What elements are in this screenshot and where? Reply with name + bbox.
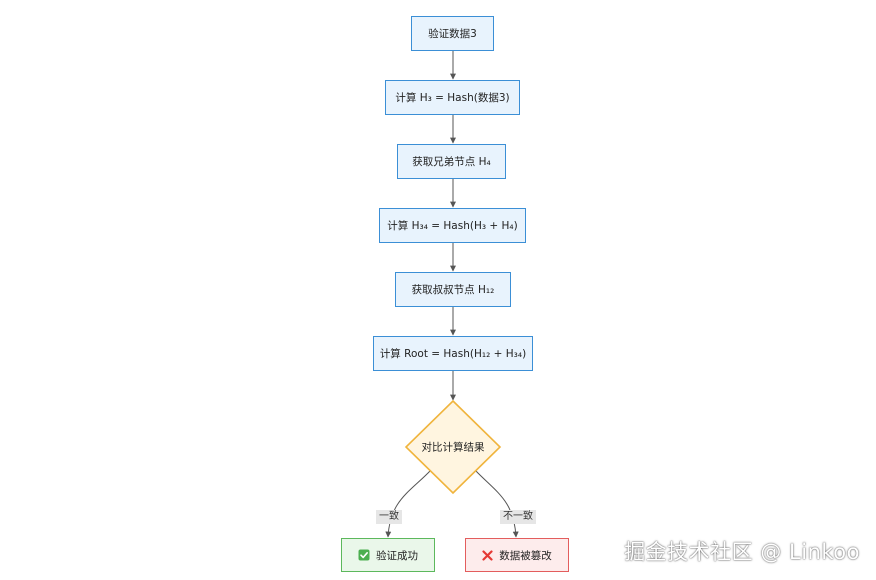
watermark: 掘金技术社区 @ Linkoo xyxy=(624,540,860,564)
edge-label-consistent: 一致 xyxy=(376,510,402,524)
edge-label-inconsistent: 不一致 xyxy=(500,510,536,524)
node-compute-h3: 计算 H₃ = Hash(数据3) xyxy=(385,80,520,115)
node-compare-label: 对比计算结果 xyxy=(421,441,485,454)
check-mark-icon xyxy=(358,549,370,561)
node-success: 验证成功 xyxy=(341,538,435,572)
node-tampered-label: 数据被篡改 xyxy=(499,549,552,562)
node-compute-h34-label: 计算 H₃₄ = Hash(H₃ + H₄) xyxy=(387,220,518,232)
edge-compare-to-success xyxy=(385,469,432,538)
node-tampered: 数据被篡改 xyxy=(465,538,569,572)
node-verify-data-label: 验证数据3 xyxy=(428,28,477,40)
decision-diamond xyxy=(404,399,502,495)
node-get-uncle: 获取叔叔节点 H₁₂ xyxy=(395,272,511,307)
cross-mark-icon xyxy=(482,549,493,561)
edge-compare-to-tampered xyxy=(474,469,519,538)
node-verify-data: 验证数据3 xyxy=(411,16,494,51)
node-get-sibling: 获取兄弟节点 H₄ xyxy=(397,144,506,179)
node-compute-root: 计算 Root = Hash(H₁₂ + H₃₄) xyxy=(373,336,533,371)
node-compute-root-label: 计算 Root = Hash(H₁₂ + H₃₄) xyxy=(379,348,527,360)
node-get-uncle-label: 获取叔叔节点 H₁₂ xyxy=(411,284,495,296)
node-compute-h34: 计算 H₃₄ = Hash(H₃ + H₄) xyxy=(379,208,526,243)
node-compute-h3-label: 计算 H₃ = Hash(数据3) xyxy=(395,92,510,104)
node-success-label: 验证成功 xyxy=(376,549,418,562)
node-get-sibling-label: 获取兄弟节点 H₄ xyxy=(412,156,491,168)
